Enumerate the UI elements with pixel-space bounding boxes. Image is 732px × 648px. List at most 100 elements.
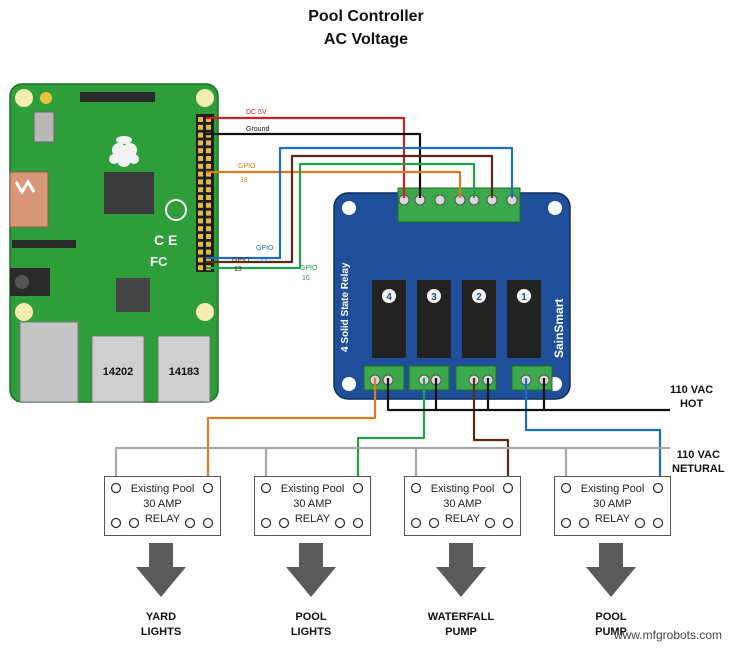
neutral-label: 110 VAC NETURAL [672,448,725,476]
relay-line-1: Existing Pool [280,483,345,495]
dc5v-label: DC 5V [246,109,267,116]
gpio-pin [206,249,211,255]
gpio-pin [206,140,211,146]
load-label-line-2: LIGHTS [290,626,332,638]
gpio-header-pins [198,117,211,271]
existing-relay-pool-pump: Existing Pool 30 AMP RELAY [554,476,671,536]
gpio-pin [206,241,211,247]
svg-text:E: E [168,232,177,248]
relay-line-1: Existing Pool [580,483,645,495]
ssr-board-label: 4 Solid State Relay [340,262,351,352]
neutral-label-line-1: 110 VAC [676,449,720,461]
gpio13-label-1: GPIO [232,257,250,264]
gpio-pin [206,124,211,130]
gpio18-wire [206,170,462,198]
ground-wire [206,132,422,198]
load-pool-lights: POOL LIGHTS [256,610,366,640]
relay-line-3: RELAY [144,513,181,525]
hot-label-line-1: 110 VAC [670,384,714,396]
hot-label-line-2: HOT [679,398,704,410]
raspberry-pi-board: C E FC [9,83,219,403]
gpio-pin [198,249,203,255]
gpio-pin [206,226,211,232]
channel-marker [517,289,531,303]
gpio-pin [198,234,203,239]
title-line-2: AC Voltage [323,31,409,48]
load-label-line-2: LIGHTS [140,626,182,638]
gpio-pin [198,265,203,271]
gpio12-label-2: 12 [260,257,268,264]
gpio-pin [198,140,203,146]
gpio12-label-1: GPIO [256,245,274,252]
relay-line-1: Existing Pool [130,483,195,495]
raspberry-logo-icon [109,136,139,167]
gpio-pin [198,148,203,154]
gpio-pin [198,187,203,193]
existing-relay-yard-lights: Existing Pool 30 AMP RELAY [104,476,221,536]
gpio12-wire [206,146,514,260]
gpio-pin [206,156,211,161]
svg-text:C: C [154,232,164,248]
gpio13-wire [206,154,494,264]
hot-label: 110 VAC HOT [670,383,713,411]
gpio-pin [198,124,203,130]
gpio-pin [198,226,203,232]
dc5v-wire [206,116,406,198]
gpio-pin [206,179,211,185]
gpio16-wire [206,162,476,270]
channel-marker [427,289,441,303]
gpio13-label-2: 13 [234,266,242,273]
gpio-pin [198,156,203,161]
down-arrow-icon [586,543,636,598]
svg-text:FC: FC [150,254,168,269]
channel-marker [472,289,486,303]
load-pool-pump: POOL PUMP [556,610,666,640]
gpio-pin [198,117,203,122]
load-waterfall-pump: WATERFALL PUMP [406,610,516,640]
gpio-pin [206,210,211,216]
gpio16-label-1: GPIO [300,265,318,272]
gpio-pin [198,132,203,138]
channel-number: 1 [521,292,527,303]
usb-chip-label-1: 14202 [103,366,134,378]
load-label-line-2: PUMP [595,626,627,638]
pool-lights-control-wire [356,378,426,488]
load-label-line-1: YARD [145,611,177,623]
relay-line-2: 30 AMP [143,498,182,510]
gpio-pin [206,171,211,177]
gpio18-label-1: GPIO [238,163,256,170]
watermark: www.mfgrobots.com [613,628,722,642]
gpio-pin [206,195,211,200]
gpio-pin [198,241,203,247]
relay-line-1: Existing Pool [430,483,495,495]
load-label-line-1: POOL [595,611,627,623]
relay-line-2: 30 AMP [443,498,482,510]
relay-line-2: 30 AMP [593,498,632,510]
gpio-pin [206,163,211,169]
pool-pump-control-wire [524,378,662,488]
terminal-screw [434,194,446,206]
gpio-pin [206,117,211,122]
existing-relay-waterfall-pump: Existing Pool 30 AMP RELAY [404,476,521,536]
gpio18-label-2: 18 [240,177,248,184]
channel-number: 3 [431,292,437,303]
yard-lights-control-wire [206,378,377,488]
neutral-line-wire [114,446,670,488]
gpio-pin [206,218,211,224]
usb-chip-label-2: 14183 [169,366,200,378]
ssr-brand-label: SainSmart [552,299,566,358]
gpio-pin [198,218,203,224]
gpio-pin [198,195,203,200]
channel-number: 4 [386,292,392,303]
gpio-pin [198,257,203,263]
load-label-line-1: POOL [295,611,327,623]
gpio-pin [198,179,203,185]
neutral-label-line-2: NETURAL [672,463,725,475]
load-label-line-1: WATERFALL [427,611,495,623]
load-label-line-2: PUMP [445,626,477,638]
load-yard-lights: YARD LIGHTS [106,610,216,640]
gpio-pin [198,163,203,169]
relay-line-3: RELAY [444,513,481,525]
